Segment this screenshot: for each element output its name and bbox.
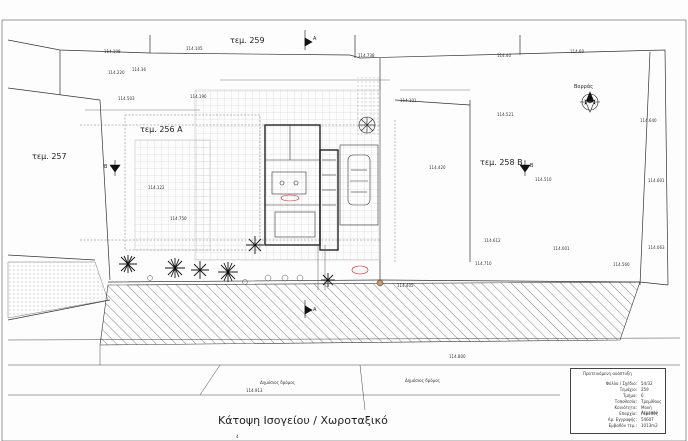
elevation-mark: 114.738	[358, 53, 375, 58]
carport	[339, 144, 379, 226]
road-lines	[7, 337, 681, 411]
palm-trees	[119, 236, 335, 287]
garden-dots-top	[355, 75, 380, 135]
elevation-mark: 114.101	[400, 98, 417, 103]
title-block-value: Μονή Λεμεσού	[641, 405, 658, 415]
elevation-mark: 114.640	[640, 118, 657, 123]
title-block-value: Λεμεσός	[641, 411, 658, 416]
drawing-title: Κάτοψη Ισογείου / Χωροταξικό	[218, 414, 388, 427]
elevation-mark: 114.913	[246, 388, 263, 393]
plot-label-top: τεμ. 259	[230, 36, 265, 45]
elevation-mark: 114.612	[484, 238, 501, 243]
north-letter: N	[587, 96, 592, 103]
gravel-area	[7, 261, 109, 319]
title-block-label: Φύλλο / Σχέδιο:	[605, 381, 637, 386]
title-block-value: 1013m2	[641, 423, 658, 428]
elevation-mark: 114.36	[132, 67, 146, 72]
elevation-mark: 114.40	[497, 53, 511, 58]
section-arrows	[109, 30, 531, 318]
section-marker-a-top: A	[313, 36, 317, 42]
terrace-grid	[194, 89, 381, 261]
title-block-label: Επαρχία:	[619, 411, 637, 416]
title-block-label: Εμβαδόν τεμ.:	[608, 423, 637, 428]
shrubs	[147, 274, 304, 285]
elevation-mark: 114.510	[535, 177, 552, 182]
elevation-mark: 114.560	[613, 262, 630, 267]
section-marker-a-bottom: A	[313, 307, 317, 313]
elevation-mark: 114.405	[397, 283, 414, 288]
road-label-left: Δημόσιος δρόμος	[260, 380, 295, 385]
road-hatch	[99, 281, 641, 346]
plot-boundaries	[7, 35, 669, 321]
title-block-label: Τοποθεσία:	[614, 399, 637, 404]
title-block-label: Αρ. Εγγραφής:	[607, 417, 637, 422]
road-label-right: Δημόσιος δρόμος	[405, 378, 440, 383]
north-arrow	[580, 91, 600, 113]
elevation-mark: 114.710	[475, 261, 492, 266]
title-block-value: 259	[641, 387, 649, 392]
house-plan	[264, 124, 339, 251]
plot-label-left: τεμ. 257	[32, 152, 67, 161]
title-block-label: Τεμάχιο:	[619, 387, 637, 392]
entrance-marker	[280, 194, 369, 275]
elevation-mark: 114.601	[648, 178, 665, 183]
dimension-lines	[85, 79, 470, 111]
title-block-heading: Προτεινόμενη ανάπτυξη	[583, 371, 632, 376]
house-walls-inner	[265, 125, 336, 238]
elevation-mark: 114.800	[449, 354, 466, 359]
title-block-label: Τμήμα:	[622, 393, 637, 398]
plot-label-right: τεμ. 258 Β	[480, 158, 523, 167]
title-block-value: 54607	[641, 417, 654, 422]
elevation-mark: 114.220	[108, 70, 125, 75]
elevation-mark: 114.198	[104, 49, 121, 54]
elevation-mark: 114.420	[429, 165, 446, 170]
page-number: 4	[236, 434, 239, 439]
plot-label-upper-left: τεμ. 256 Α	[140, 125, 183, 134]
elevation-mark: 114.105	[186, 46, 203, 51]
north-label: Βορράς	[574, 84, 594, 90]
elevation-mark: 114.503	[118, 96, 135, 101]
title-block-value: Τρεμίθους	[641, 399, 662, 404]
elevation-mark: 114.190	[190, 94, 207, 99]
elevation-mark: 114.063	[648, 245, 665, 250]
elevation-mark: 114.521	[497, 112, 514, 117]
section-marker-b-right: B	[530, 163, 534, 169]
title-block-value: 6	[641, 393, 644, 398]
elevation-mark: 114.60	[570, 49, 584, 54]
title-block: Προτεινόμενη ανάπτυξη Φύλλο / Σχέδιο: 54…	[570, 368, 666, 434]
section-marker-b-left: B	[104, 164, 108, 170]
gate-marker	[376, 279, 384, 287]
elevation-mark: 114.750	[170, 216, 187, 221]
title-block-value: 54/32	[641, 381, 653, 386]
elevation-mark: 114.122	[148, 185, 165, 190]
title-block-label: Κοινότητα:	[614, 405, 637, 410]
sheet-frame	[1, 19, 687, 441]
side-yard-grid	[134, 139, 211, 251]
tree-sun	[358, 116, 376, 134]
elevation-mark: 114.001	[553, 246, 570, 251]
